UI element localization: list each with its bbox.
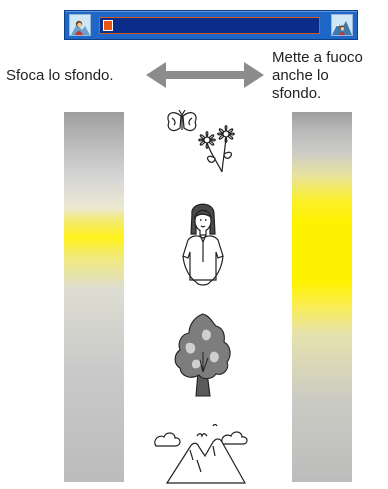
- focus-range-bar-right: [292, 112, 352, 482]
- butterfly-flowers-icon: [167, 110, 235, 173]
- caption-line: anche lo: [272, 67, 329, 84]
- focus-background-caption: Mette a fuoco anche lo sfondo.: [272, 49, 388, 103]
- caption-line: Mette a fuoco: [272, 49, 363, 66]
- double-arrow-icon: [146, 62, 264, 88]
- blur-background-caption: Sfoca lo sfondo.: [6, 67, 114, 84]
- focus-range-bar-left: [64, 112, 124, 482]
- landscape-sharp-icon[interactable]: [331, 14, 353, 36]
- mountains-icon: [154, 423, 248, 484]
- slider-thumb[interactable]: [103, 20, 113, 31]
- portrait-blur-icon[interactable]: [69, 14, 91, 36]
- tree-icon: [174, 313, 231, 397]
- caption-line: sfondo.: [272, 85, 322, 102]
- person-icon: [182, 203, 224, 286]
- aperture-slider[interactable]: [64, 10, 358, 40]
- slider-track[interactable]: [99, 17, 320, 34]
